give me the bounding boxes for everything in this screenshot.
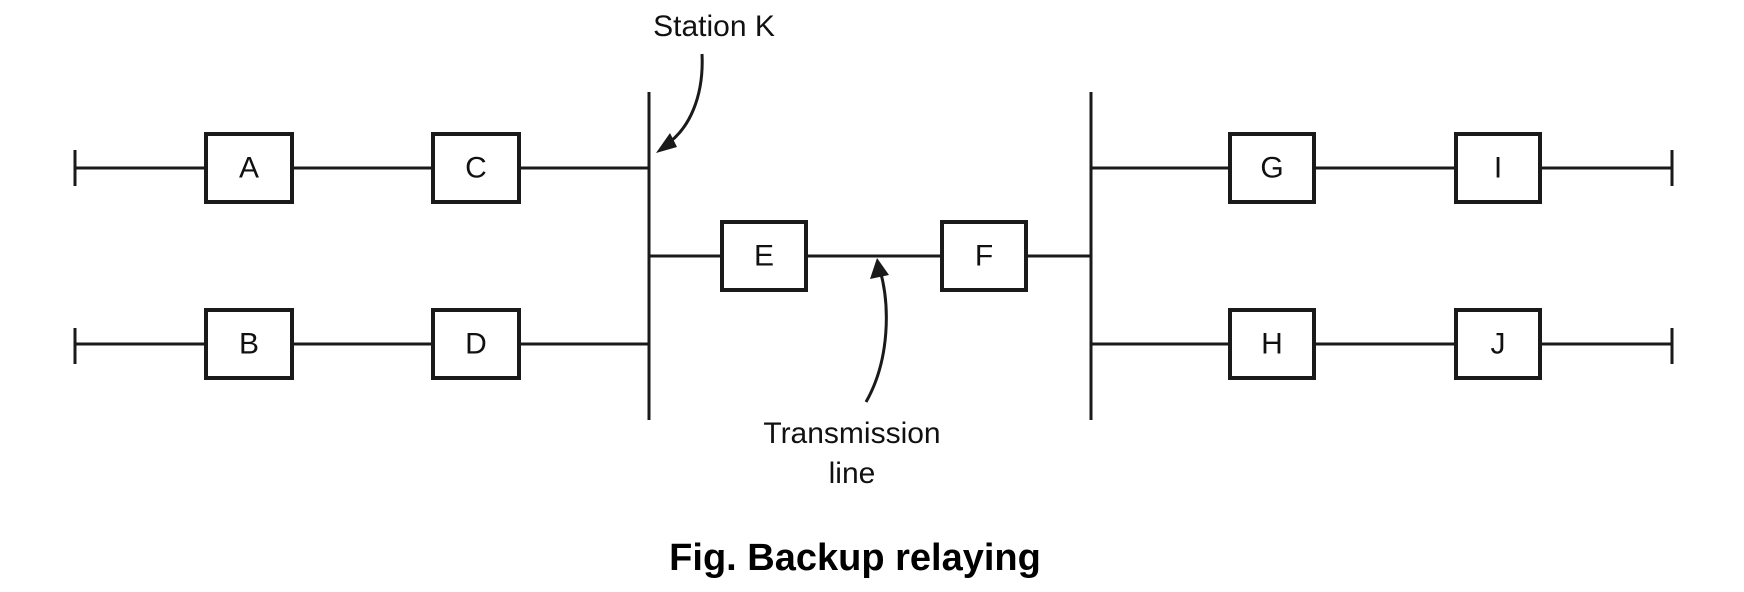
relay-label-f: F (975, 240, 993, 273)
figure-caption: Fig. Backup relaying (669, 537, 1041, 579)
transmission-line-arrow (864, 269, 888, 403)
relay-box-g: G (1228, 132, 1316, 204)
relay-label-d: D (465, 328, 487, 361)
relay-label-h: H (1261, 328, 1283, 361)
relay-label-g: G (1260, 152, 1283, 185)
relay-box-c: C (431, 132, 521, 204)
relay-box-i: I (1454, 132, 1542, 204)
transmission-line-label-2: line (829, 457, 876, 490)
relay-label-b: B (239, 328, 259, 361)
relay-box-j: J (1454, 308, 1542, 380)
relay-label-e: E (754, 240, 774, 273)
station-k-arrowhead (656, 133, 677, 153)
relay-box-a: A (204, 132, 294, 204)
relay-box-e: E (720, 220, 808, 292)
relay-label-j: J (1491, 328, 1506, 361)
transmission-line-label-1: Transmission (763, 417, 940, 450)
relay-box-f: F (940, 220, 1028, 292)
station-k-arrow (663, 53, 704, 148)
relay-label-c: C (465, 152, 487, 185)
transmission-line-arrowhead (870, 258, 889, 279)
station-k-label: Station K (653, 10, 775, 43)
relay-box-h: H (1228, 308, 1316, 380)
relay-box-d: D (431, 308, 521, 380)
relay-label-i: I (1494, 152, 1502, 185)
relay-box-b: B (204, 308, 294, 380)
relay-label-a: A (239, 152, 259, 185)
